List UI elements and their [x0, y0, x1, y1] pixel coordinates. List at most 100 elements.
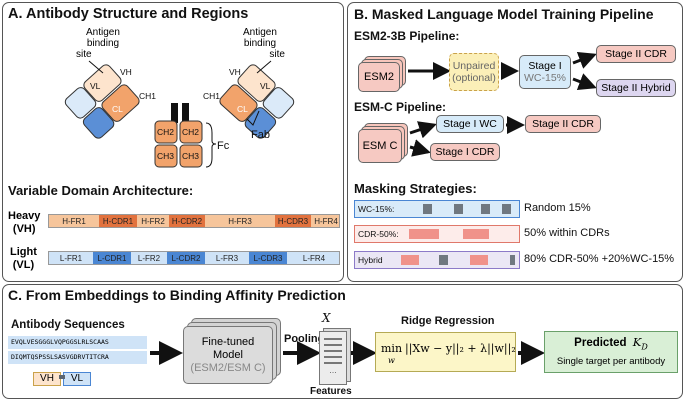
mask-block	[510, 255, 515, 265]
strategy-wc: WC-15%:	[354, 200, 520, 218]
vl-right	[262, 87, 295, 119]
vh-label-right: VH	[229, 67, 241, 77]
strategy-cdr-desc: 50% within CDRs	[524, 227, 610, 239]
light-chain-bar: L-FR1 L-CDR1 L-FR2 L-CDR2 L-FR3 L-CDR3 L…	[48, 251, 340, 265]
ch3-left	[154, 144, 178, 168]
arrow-stage1-cdr	[572, 51, 597, 69]
svg-text:||Xw − y||₂ + λ||w||₂: ||Xw − y||₂ + λ||w||₂	[405, 342, 516, 356]
l-fr2: L-FR2	[137, 253, 161, 263]
strategy-cdr-tag: CDR-50%:	[358, 229, 399, 239]
antigen-pointer-left	[88, 60, 104, 74]
ch1-left	[101, 84, 140, 122]
ch2-label-right: CH2	[182, 127, 200, 137]
h-fr2: H-FR2	[141, 216, 165, 226]
vh-left	[83, 64, 122, 102]
mask-block	[502, 204, 511, 214]
vh-vl-pair: VH VL	[33, 372, 91, 386]
h-fr4: H-FR4	[314, 216, 338, 226]
x-label: X	[322, 311, 331, 325]
svg-text:min: min	[381, 342, 402, 355]
esmc-box: ESM C	[358, 129, 402, 163]
kd-symbol: KD	[632, 335, 648, 352]
panel-c-title: C. From Embeddings to Binding Affinity P…	[8, 287, 346, 303]
ch1-label-right: CH1	[203, 91, 221, 101]
sequence-light: DIQMTQSPSSLSASVGDRVTITCRA	[8, 351, 147, 364]
cl-label-left: CL	[112, 104, 123, 114]
l-cdr3: L-CDR3	[249, 252, 287, 264]
h-cdr1: H-CDR1	[99, 215, 137, 227]
sequences-title: Antibody Sequences	[11, 319, 125, 331]
ch3-label-left: CH3	[157, 151, 175, 161]
cl-right	[244, 107, 277, 139]
vh-right	[237, 64, 276, 102]
arrow-stage1-hybrid	[572, 73, 597, 91]
stage2-hybrid-box: Stage II Hybrid	[596, 79, 676, 97]
pooling-label: Pooling	[284, 333, 325, 345]
sequence-heavy: EVQLVESGGGLVQPGGSLRLSCAAS	[8, 336, 147, 349]
strategy-hybrid-tag: Hybrid	[358, 255, 383, 265]
stage2-cdr-box: Stage II CDR	[596, 45, 676, 63]
stage1-cdr-box: Stage I CDR	[430, 143, 500, 161]
hinge-left	[171, 103, 178, 123]
vl-label-left: VL	[90, 81, 101, 91]
ch1-right	[219, 84, 258, 122]
light-label: Light (VL)	[10, 246, 37, 271]
fab-label: Fab	[251, 129, 270, 141]
fc-brace	[205, 122, 217, 168]
mask-block	[470, 255, 488, 265]
mask-block	[409, 229, 439, 239]
mask-block	[454, 204, 463, 214]
vl-label-right: VL	[260, 81, 271, 91]
panel-a: A. Antibody Structure and Regions	[2, 2, 344, 282]
ridge-formula: min w ||Xw − y||₂ + λ||w||₂	[381, 342, 516, 365]
h-fr1: H-FR1	[62, 216, 86, 226]
mask-block	[481, 204, 490, 214]
ch2-left	[154, 120, 178, 144]
ch2-right	[179, 120, 203, 144]
esm2-box: ESM2	[358, 62, 400, 92]
cl-label-right: CL	[237, 104, 248, 114]
panel-b: B. Masked Language Model Training Pipeli…	[347, 2, 683, 282]
ch1-label-left: CH1	[139, 91, 157, 101]
panel-b-title: B. Masked Language Model Training Pipeli…	[354, 6, 654, 22]
single-target-label: Single target per antibody	[556, 356, 666, 367]
h-fr3: H-FR3	[228, 216, 252, 226]
strategy-cdr: CDR-50%:	[354, 225, 520, 243]
heavy-label: Heavy (VH)	[8, 210, 41, 235]
mask-block	[423, 204, 432, 214]
stage1-box: Stage I WC-15%	[519, 55, 571, 89]
ch3-label-right: CH3	[182, 151, 200, 161]
panel-a-title: A. Antibody Structure and Regions	[8, 6, 249, 22]
l-cdr1: L-CDR1	[93, 252, 131, 264]
flow-arrows	[150, 341, 545, 365]
antigen-label-right: Antigen binding site	[243, 27, 285, 60]
vl-chip: VL	[63, 372, 91, 386]
ridge-title: Ridge Regression	[401, 315, 495, 327]
ch2-label-left: CH2	[157, 127, 175, 137]
vh-chip: VH	[33, 372, 61, 386]
pipeline-arrows	[408, 51, 597, 157]
l-fr1: L-FR1	[59, 253, 83, 263]
svg-text:w: w	[388, 356, 395, 365]
fine-tuned-model-box: Fine-tuned Model (ESM2/ESM C)	[183, 326, 273, 384]
strategy-wc-tag: WC-15%:	[358, 204, 395, 214]
vda-title: Variable Domain Architecture:	[8, 183, 194, 198]
strategy-hybrid: Hybrid	[354, 251, 520, 269]
heavy-chain-bar: H-FR1 H-CDR1 H-FR2 H-CDR2 H-FR3 H-CDR3 H…	[48, 214, 340, 228]
linker	[59, 375, 65, 379]
masking-title: Masking Strategies:	[354, 181, 477, 196]
unpaired-box: Unpaired (optional)	[449, 53, 499, 91]
fab-bracket	[246, 110, 260, 126]
strategy-hybrid-desc: 80% CDR-50% +20%WC-15%	[524, 253, 675, 265]
esm2-pipeline-title: ESM2-3B Pipeline:	[354, 29, 460, 43]
predicted-label: Predicted	[574, 337, 627, 349]
esmc-pipeline-title: ESM-C Pipeline:	[354, 100, 447, 114]
mask-block	[463, 229, 489, 239]
vl-left	[64, 87, 97, 119]
antigen-pointer-right	[256, 60, 272, 74]
arrow-esmc-cdr	[409, 139, 431, 157]
panel-c: C. From Embeddings to Binding Affinity P…	[2, 284, 683, 399]
vh-label-left: VH	[120, 67, 132, 77]
antibody-diagram	[64, 60, 295, 168]
ridge-box: min w ||Xw − y||₂ + λ||w||₂	[375, 332, 516, 372]
